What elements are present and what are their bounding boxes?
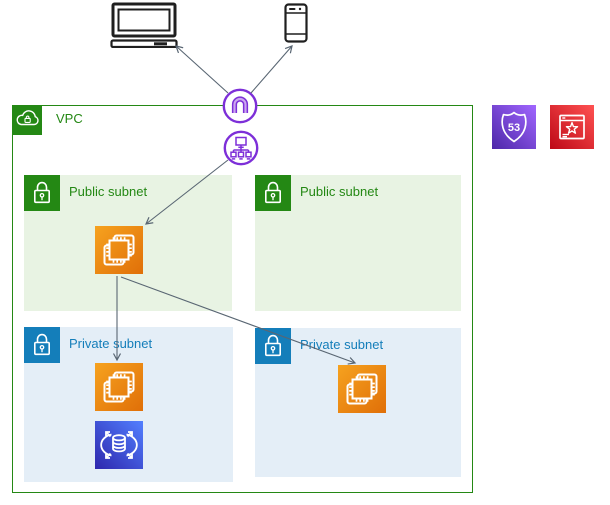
arrow-igw-to-mobile <box>250 46 292 94</box>
subnet-label: Private subnet <box>300 337 384 352</box>
ec2-instance-icon <box>338 365 386 413</box>
certificate-manager-icon <box>550 105 594 149</box>
database-scaling-icon <box>95 421 143 469</box>
padlock-icon <box>24 327 60 363</box>
public-subnet-right: Public subnet <box>255 175 461 311</box>
ec2-instance-icon <box>95 363 143 411</box>
route-53-icon: 53 <box>492 105 536 149</box>
route53-badge-text: 53 <box>508 122 520 134</box>
vpc-cloud-lock-icon <box>12 105 42 135</box>
padlock-icon <box>24 175 60 211</box>
load-balancer-icon <box>222 129 260 167</box>
desktop-computer-icon <box>110 2 178 48</box>
subnet-label: Private subnet <box>69 336 153 351</box>
subnet-label: Public subnet <box>69 184 148 199</box>
arrow-igw-to-desktop <box>176 46 229 94</box>
ec2-instance-icon <box>95 226 143 274</box>
mobile-phone-icon <box>284 3 308 43</box>
padlock-icon <box>255 175 291 211</box>
internet-gateway-icon <box>221 87 259 125</box>
padlock-icon <box>255 328 291 364</box>
vpc-label: VPC <box>56 111 83 126</box>
subnet-label: Public subnet <box>300 184 379 199</box>
